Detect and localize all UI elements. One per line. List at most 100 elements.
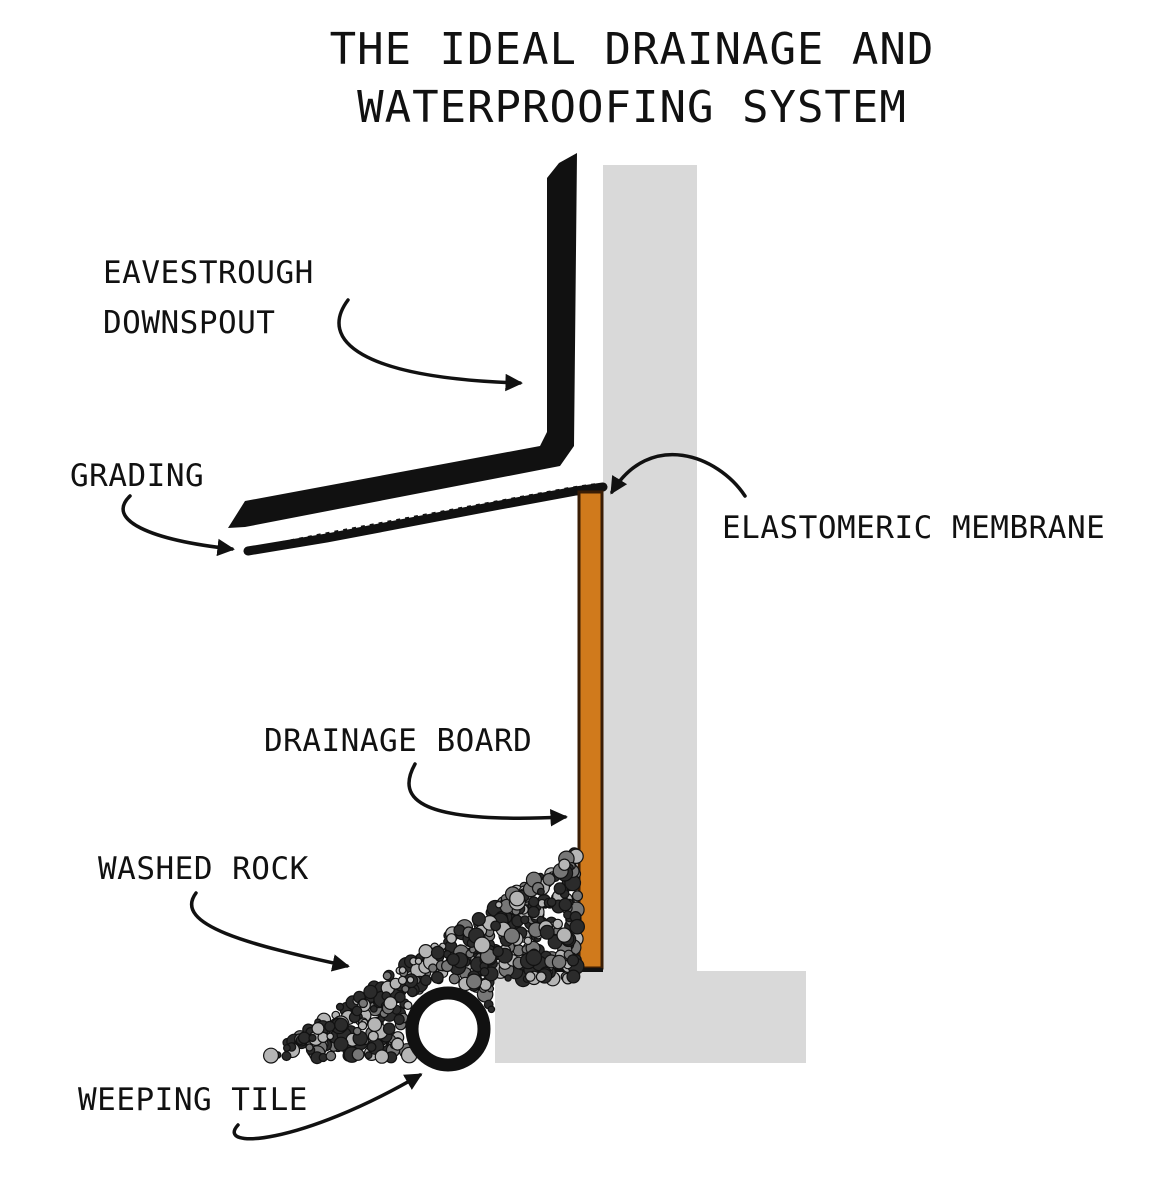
rock	[357, 1020, 368, 1031]
rock	[414, 957, 423, 965]
grading-line	[243, 482, 608, 556]
rock	[446, 933, 457, 944]
rock	[503, 927, 521, 945]
rock	[520, 915, 530, 925]
rock	[367, 1030, 379, 1042]
rock	[509, 890, 525, 907]
rock	[297, 1031, 311, 1045]
rock	[391, 1037, 405, 1051]
rock	[448, 973, 460, 985]
arrow-drainage-board	[407, 762, 568, 827]
rock	[263, 1047, 280, 1064]
rock	[479, 966, 490, 977]
rock	[363, 984, 378, 1000]
rock	[542, 872, 556, 886]
rock	[420, 974, 432, 987]
rock	[382, 1022, 396, 1035]
rock	[324, 1020, 336, 1033]
label-elastomeric-membrane: ELASTOMERIC MEMBRANE	[722, 510, 1105, 546]
rock	[383, 996, 398, 1010]
grading-texture	[254, 482, 601, 550]
rock	[552, 918, 563, 930]
rock	[358, 998, 368, 1009]
label-grading: GRADING	[70, 458, 204, 494]
arrow-elastomeric-membrane	[610, 452, 747, 498]
rock	[351, 1048, 365, 1061]
rock	[397, 975, 408, 986]
rock	[504, 974, 512, 982]
rock	[466, 973, 483, 990]
diagram-title-line-1: THE IDEAL DRAINAGE AND	[330, 24, 935, 75]
label-downspout: DOWNSPOUT	[103, 305, 275, 341]
diagram-title-line-2: WATERPROOFING SYSTEM	[357, 82, 907, 133]
rock	[523, 936, 533, 946]
rock	[325, 1050, 337, 1062]
rock	[393, 1013, 405, 1026]
rock	[364, 1051, 373, 1060]
rock	[428, 963, 438, 973]
rock	[281, 1051, 292, 1062]
label-eavestrough: EAVESTROUGH	[103, 255, 314, 291]
rock	[566, 954, 580, 967]
rock	[536, 887, 545, 896]
rock	[471, 911, 486, 927]
rock	[418, 944, 433, 959]
rock	[571, 890, 584, 902]
rock	[430, 945, 445, 960]
rock	[558, 897, 573, 912]
rock	[492, 945, 504, 958]
rock	[352, 1026, 362, 1036]
rock	[335, 1002, 345, 1012]
label-washed-rock: WASHED ROCK	[98, 851, 309, 887]
weeping-tile-pipe	[405, 986, 491, 1072]
rock	[367, 1017, 383, 1032]
rock	[403, 1000, 413, 1011]
rock	[566, 969, 581, 984]
rock	[374, 1049, 390, 1064]
rock	[528, 896, 540, 908]
rock	[351, 1005, 363, 1017]
rock	[305, 1043, 314, 1052]
rock	[326, 1032, 335, 1041]
rock	[394, 991, 406, 1003]
foundation-wall	[495, 165, 806, 1063]
rock	[558, 858, 571, 871]
rock	[546, 897, 557, 907]
rock	[524, 971, 536, 982]
rock	[487, 1005, 496, 1014]
rock	[525, 949, 543, 966]
label-weeping-tile: WEEPING TILE	[78, 1082, 308, 1118]
rock	[553, 882, 567, 895]
rock	[369, 1005, 378, 1013]
arrow-washed-rock	[189, 891, 350, 972]
arrow-weeping-tile	[232, 1073, 423, 1141]
rock	[446, 952, 460, 966]
rock	[366, 1041, 377, 1052]
rock	[382, 971, 392, 981]
rock	[556, 927, 572, 943]
rock	[539, 924, 555, 940]
rock	[311, 1021, 325, 1035]
arrow-grading	[121, 494, 235, 557]
eavestrough-downspout	[228, 153, 577, 528]
rock	[490, 920, 502, 932]
rock	[551, 954, 567, 970]
rock	[398, 966, 407, 974]
arrow-downspout	[337, 298, 523, 392]
rock	[535, 971, 547, 983]
rock	[495, 901, 503, 909]
rock	[401, 984, 410, 993]
washed-rock-pile	[263, 847, 585, 1065]
rock	[334, 1017, 349, 1032]
rock	[527, 905, 540, 919]
rock	[473, 936, 491, 954]
label-drainage-board: DRAINAGE BOARD	[264, 723, 532, 759]
rock	[406, 975, 415, 984]
rock	[333, 1036, 349, 1052]
rock	[308, 1033, 317, 1043]
rock	[283, 1044, 291, 1052]
rock	[569, 918, 585, 935]
rock	[431, 971, 444, 984]
